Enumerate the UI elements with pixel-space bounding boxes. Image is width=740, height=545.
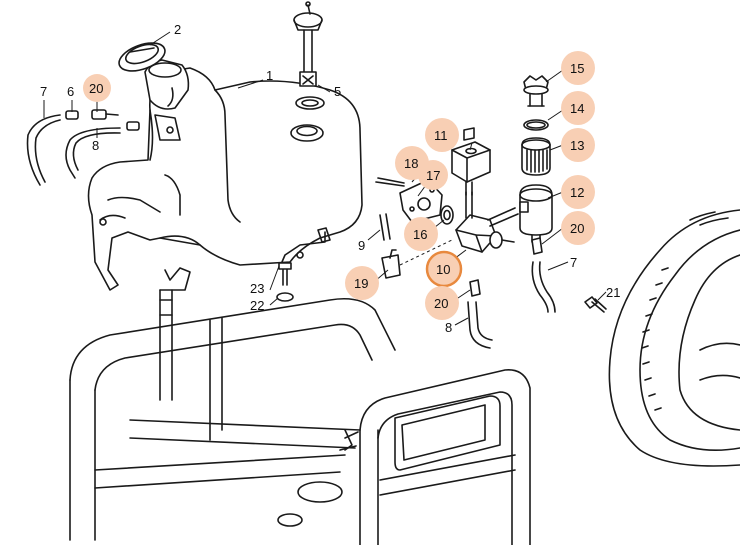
washer	[440, 205, 454, 225]
filter-assembly	[519, 75, 553, 243]
label-5: 5	[334, 84, 341, 99]
label-10: 10	[436, 262, 450, 277]
fuel-line-center	[467, 279, 493, 349]
label-20-center: 20	[434, 296, 448, 311]
callout-13	[561, 128, 595, 162]
callout-20-center	[425, 286, 459, 320]
screw-right	[584, 296, 607, 313]
pin	[379, 213, 391, 241]
label-15: 15	[570, 61, 584, 76]
callout-19	[345, 266, 379, 300]
label-13: 13	[570, 138, 584, 153]
label-2: 2	[174, 22, 181, 37]
label-7-right: 7	[570, 255, 577, 270]
label-7-left: 7	[40, 84, 47, 99]
label-19: 19	[354, 276, 368, 291]
label-23: 23	[250, 281, 264, 296]
fuel-tank	[87, 59, 363, 291]
callout-10	[427, 252, 461, 286]
label-21: 21	[606, 285, 620, 300]
callout-11	[425, 118, 459, 152]
fuel-lines-left	[26, 109, 140, 186]
engine	[608, 209, 740, 467]
callout-12	[561, 175, 595, 209]
elbow-fitting	[381, 239, 453, 279]
label-16: 16	[413, 227, 427, 242]
label-1: 1	[266, 68, 273, 83]
callout-10-selected-ring	[425, 250, 463, 288]
leader-lines	[43, 31, 607, 326]
fuel-cap	[118, 42, 166, 72]
label-8-center: 8	[445, 320, 452, 335]
callout-highlights	[83, 51, 595, 320]
label-8-left: 8	[92, 138, 99, 153]
label-20-right: 20	[570, 221, 584, 236]
frame	[69, 267, 531, 545]
callout-20-left	[83, 74, 111, 102]
label-17: 17	[426, 168, 440, 183]
callout-14	[561, 91, 595, 125]
label-14: 14	[570, 101, 584, 116]
solenoid	[451, 127, 491, 196]
fuel-line-right	[531, 237, 556, 313]
callout-20-right	[561, 211, 595, 245]
label-9: 9	[358, 238, 365, 253]
label-6: 6	[67, 84, 74, 99]
label-22: 22	[250, 298, 264, 313]
label-11: 11	[434, 128, 448, 143]
fuel-gauge	[293, 1, 325, 110]
label-12: 12	[570, 185, 584, 200]
callout-17	[418, 160, 448, 190]
label-18: 18	[404, 156, 418, 171]
label-20-left: 20	[89, 81, 103, 96]
valve-body	[455, 191, 519, 253]
part-labels: 2 1 5 7 6 20 8 15 14 13 12 20 7 11 18 17…	[40, 22, 620, 335]
callout-16	[404, 217, 438, 251]
screw-washer	[276, 262, 294, 302]
callout-15	[561, 51, 595, 85]
